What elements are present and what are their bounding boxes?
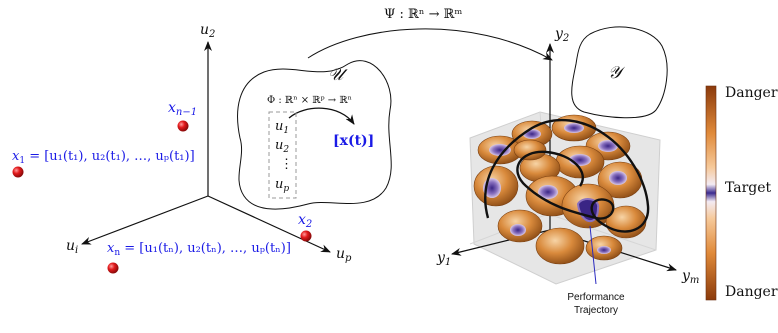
vector-up: up — [275, 177, 289, 194]
phi-arrow — [288, 107, 355, 125]
vector-u2: u2 — [275, 138, 289, 155]
label-x2: x2 — [298, 212, 312, 230]
point-xn — [107, 262, 119, 274]
point-x2 — [300, 230, 312, 242]
domain-y: 𝒴 — [571, 26, 668, 119]
ym-axis-label: ym — [681, 268, 699, 286]
colorbar: Danger Target Danger — [705, 85, 778, 301]
trajectory-pointer — [589, 225, 597, 285]
label-xn: xn = [u₁(tₙ), u₂(tₙ), …, uₚ(tₙ)] — [107, 241, 291, 258]
label-x-n-minus-1: xn−1 — [168, 100, 197, 118]
data-points: xn−1 x1 = [u₁(t₁), u₂(t₁), …, uₚ(t₁)] x2… — [12, 100, 312, 274]
colorbar-gradient — [705, 85, 717, 301]
y2-axis-label: y2 — [554, 26, 569, 44]
label-x1: x1 = [u₁(t₁), u₂(t₁), …, uₚ(t₁)] — [12, 149, 195, 166]
u2-axis-label: u2 — [200, 22, 215, 40]
point-x1 — [12, 166, 24, 178]
colorbar-middle-label: Target — [725, 180, 772, 196]
psi-map-label: Ψ : ℝⁿ → ℝᵐ — [384, 7, 462, 22]
phi-map-label: Φ : ℝⁿ × ℝᵖ → ℝⁿ — [267, 95, 352, 106]
colorbar-top-label: Danger — [725, 85, 778, 101]
up-axis-label: up — [336, 246, 352, 264]
trajectory-caption-line1: Performance — [567, 292, 625, 303]
psi-arrow — [307, 28, 553, 61]
y1-axis-label: y1 — [436, 250, 451, 268]
ui-axis-label: ui — [66, 238, 78, 256]
control-vector-box — [268, 111, 297, 199]
domain-u: 𝒰 Φ : ℝⁿ × ℝᵖ → ℝⁿ u1 u2 ⋮ up [x(t)] — [237, 60, 392, 210]
trajectory-caption-line2: Trajectory — [574, 305, 618, 316]
ui-axis — [81, 195, 209, 245]
domain-u-symbol: 𝒰 — [328, 65, 348, 85]
performance-trajectory — [484, 118, 650, 233]
left-axes: u2 ui up — [66, 22, 352, 264]
x-of-t-label: [x(t)] — [333, 133, 374, 149]
performance-space: y2 y1 ym Performance Trajectory — [436, 26, 699, 316]
colorbar-bottom-label: Danger — [725, 284, 778, 300]
point-x-n-minus-1 — [177, 120, 189, 132]
vector-dots: ⋮ — [280, 157, 293, 172]
domain-y-boundary — [571, 26, 668, 119]
domain-u-boundary — [237, 60, 392, 210]
psi-mapping: Ψ : ℝⁿ → ℝᵐ — [307, 7, 553, 61]
domain-y-symbol: 𝒴 — [608, 63, 626, 83]
up-axis — [207, 195, 331, 253]
vector-u1: u1 — [275, 119, 289, 136]
